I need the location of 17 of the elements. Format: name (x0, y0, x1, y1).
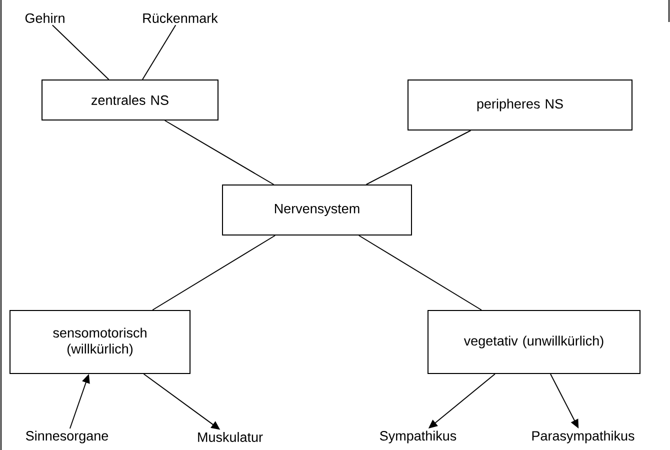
node-label: Sympathikus (380, 430, 456, 444)
concept-box: sensomotorisch (willkürlich) (10, 310, 190, 374)
connector-line (52, 24, 110, 80)
connector-line (142, 24, 176, 80)
connector-line (164, 120, 274, 185)
concept-box: Nervensystem (222, 184, 412, 236)
connector-line (358, 235, 482, 310)
node-label: Gehirn (25, 13, 64, 23)
node-label: Sinnesorgane (26, 430, 108, 444)
connector-line (152, 235, 276, 310)
node-label: Muskulatur (198, 432, 263, 442)
connector-line (366, 130, 472, 185)
node-label: Rückenmark (143, 13, 218, 23)
concept-box: vegetativ (unwillkürlich) (428, 310, 640, 374)
concept-box: peripheres NS (408, 80, 632, 130)
node-label: Parasympathikus (532, 430, 634, 444)
concept-box: zentrales NS (42, 80, 218, 120)
